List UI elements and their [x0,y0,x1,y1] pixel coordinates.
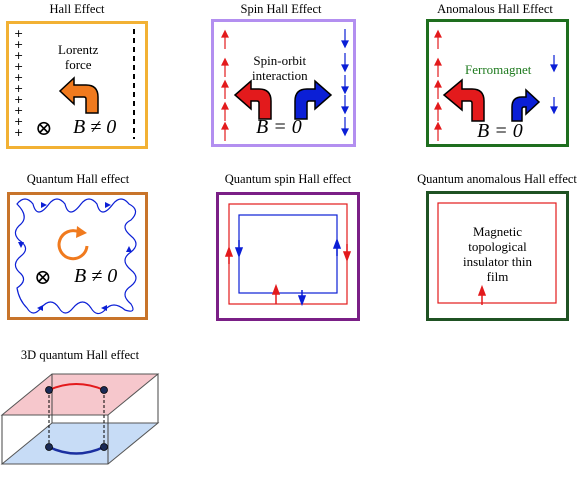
quantum-hall-field-label: B ≠ 0 [74,265,118,287]
ferromagnet-label: Ferromagnet [465,62,532,77]
quantum-spin-hall-panel [216,192,360,321]
spin-up-channel-arrows [224,244,352,304]
minority-spin-arrows [550,55,558,115]
spin-up-edge-channel [228,203,348,305]
cuboid-edges [1,374,159,464]
qhe-3d-diagram [0,373,160,465]
hall-field-label: B ≠ 0 [73,116,117,138]
skipping-orbit-edge-states [14,198,137,315]
quantum-spin-hall-title: Quantum spin Hall effect [224,172,352,186]
lorentz-force-arrow [58,76,99,114]
spin-up-deflection-arrow [233,79,272,120]
field-into-page-symbol: ⊗ [35,116,53,140]
hall-diagram: +++ +++ +++ + [14,27,135,139]
chiral-edge-channel [437,202,557,304]
spin-hall-panel: Spin-orbit interaction B = 0 [211,19,356,147]
anomalous-hall-title: Anomalous Hall Effect [437,2,553,16]
quantum-hall-panel: ⊗ B ≠ 0 [7,192,148,320]
qh-field-into-page-symbol: ⊗ [34,265,52,289]
cyclotron-orbit-icon [57,226,89,261]
svg-text:+: + [14,60,23,73]
chiral-edge-arrow [477,284,487,305]
spin-down-arrows [341,29,349,137]
mti-film-label: Magnetic topological insulator thin film [463,224,532,284]
svg-text:+: + [14,115,23,128]
spin-down-channel-arrows [234,237,342,307]
svg-text:+: + [14,82,23,95]
anomalous-hall-panel: Ferromagnet B = 0 [426,19,569,147]
spin-hall-field-label: B = 0 [256,116,302,138]
positive-charge-column: +++ +++ +++ + [14,27,23,139]
spin-hall-diagram [221,29,349,141]
bottom-surface-state-arc [48,445,105,455]
anomalous-hall-diagram [434,29,558,141]
quantum-anomalous-hall-title: Quantum anomalous Hall effect [417,172,577,186]
spin-down-edge-channel [238,214,338,294]
quantum-hall-title: Quantum Hall effect [26,172,130,186]
quantum-spin-hall-diagram [224,203,352,307]
top-surface-state-arc [48,383,105,391]
lorentz-force-label: Lorentz force [58,42,99,72]
spin-up-arrows [221,29,229,141]
svg-text:+: + [14,27,23,40]
svg-text:+: + [14,93,23,106]
hall-title: Hall Effect [49,2,105,16]
weyl-node-dots [45,386,108,451]
svg-text:+: + [14,126,23,139]
majority-deflection-arrow [442,78,485,122]
hall-panel: +++ +++ +++ + Lorentz force ⊗ B ≠ 0 [6,21,148,149]
svg-text:+: + [14,38,23,51]
svg-text:+: + [14,104,23,117]
spin-orbit-label: Spin-orbit interaction [252,53,308,83]
bottom-plane [0,422,160,465]
qhe-3d-title: 3D quantum Hall effect [20,348,140,362]
edge-current-direction-arrows [18,202,132,311]
svg-text:+: + [14,71,23,84]
connection-dashes [48,390,105,447]
quantum-anomalous-hall-diagram [437,202,557,305]
spin-down-deflection-arrow [294,79,333,120]
quantum-anomalous-hall-panel: Magnetic topological insulator thin film [426,191,569,321]
minority-deflection-arrow [511,88,541,122]
spin-hall-title: Spin Hall Effect [240,2,322,16]
svg-text:+: + [14,49,23,62]
quantum-hall-diagram [14,198,137,315]
top-plane [0,373,160,416]
anomalous-field-label: B = 0 [477,120,523,142]
majority-spin-arrows [434,29,442,141]
